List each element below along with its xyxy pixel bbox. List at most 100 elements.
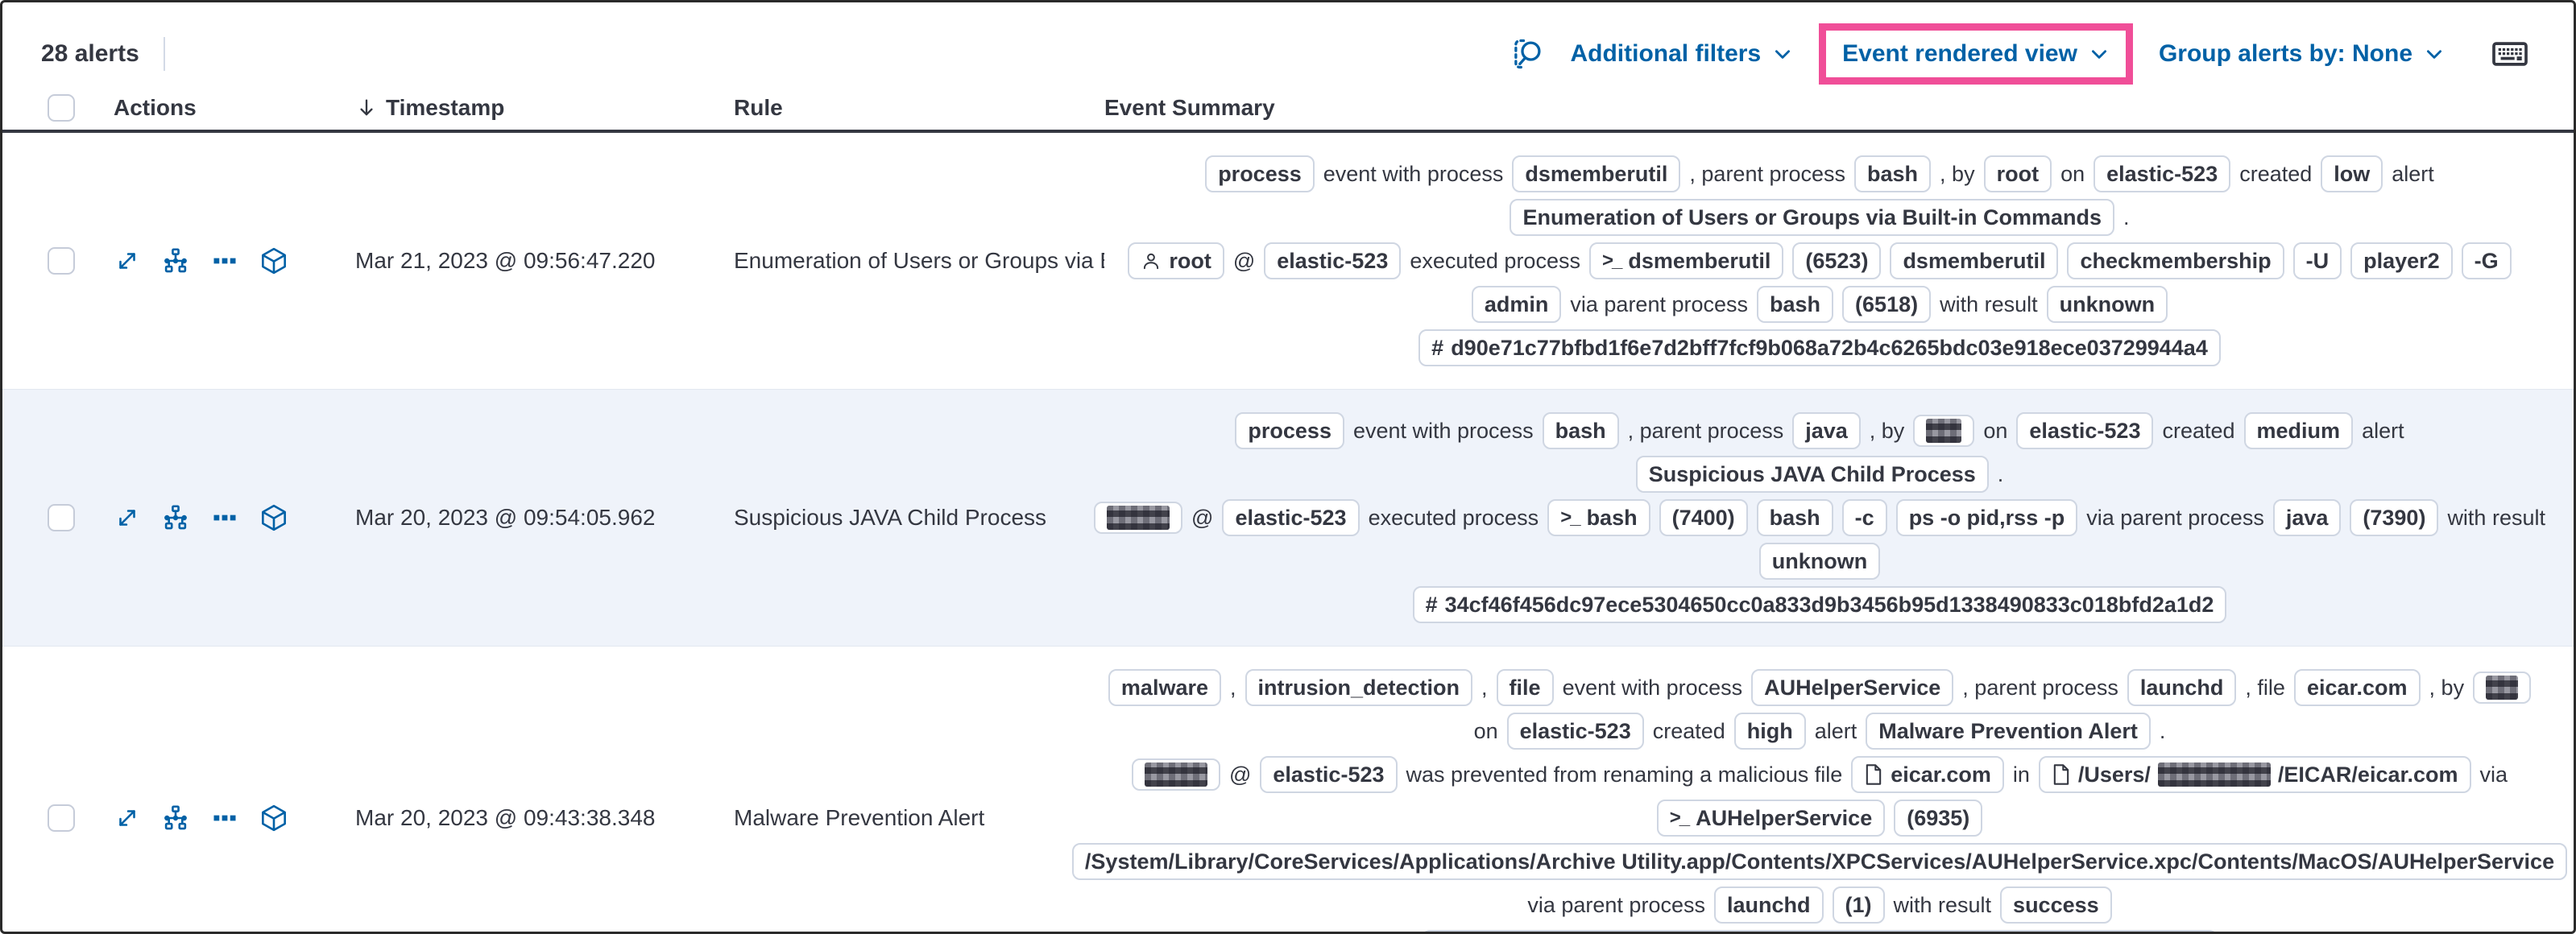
field-badge[interactable]: eicar.com [1851, 756, 2004, 793]
field-badge[interactable]: /System/Library/CoreServices/Application… [1071, 843, 2568, 880]
field-badge[interactable]: process [1235, 412, 1344, 449]
alerts-toolbar: 28 alerts Additional filters Event rende… [2, 2, 2574, 86]
expand-alert-button[interactable] [114, 247, 141, 275]
field-badge[interactable]: -c [1841, 499, 1887, 536]
field-badge[interactable]: player2 [2350, 242, 2453, 279]
expand-alert-button[interactable] [114, 504, 141, 531]
field-badge[interactable]: unknown [2046, 286, 2168, 323]
field-badge[interactable]: low [2321, 155, 2383, 192]
row-checkbox[interactable] [48, 804, 75, 832]
select-all-checkbox[interactable] [48, 94, 75, 122]
field-badge[interactable]: bash [1757, 286, 1834, 323]
summary-text: , parent process [1627, 418, 1784, 443]
field-badge[interactable]: root [1983, 155, 2052, 192]
more-actions-icon [213, 258, 236, 264]
column-header-timestamp[interactable]: Timestamp [355, 95, 734, 121]
hash-badge[interactable]: #d90e71c77bfbd1f6e7d2bff7fcf9b068a72b4c6… [1418, 329, 2221, 366]
field-badge[interactable]: elastic-523 [2094, 155, 2231, 192]
summary-text: executed process [1410, 248, 1580, 273]
more-actions-button[interactable] [210, 804, 239, 833]
field-badge[interactable]: AUHelperService [1751, 669, 1954, 706]
field-badge[interactable]: java [1792, 412, 1861, 449]
field-badge[interactable]: bash [1854, 155, 1932, 192]
field-badge[interactable] [1094, 502, 1183, 534]
field-badge[interactable]: elastic-523 [2016, 412, 2154, 449]
session-view-button[interactable] [259, 803, 289, 833]
row-checkbox[interactable] [48, 247, 75, 275]
field-badge[interactable] [1913, 415, 1975, 447]
field-badge[interactable]: >_AUHelperService [1656, 800, 1886, 837]
field-badge[interactable]: (6518) [1842, 286, 1932, 323]
field-badge[interactable]: java [2272, 499, 2342, 536]
field-badge[interactable]: Enumeration of Users or Groups via Built… [1510, 199, 2115, 236]
session-view-button[interactable] [259, 502, 289, 533]
field-badge[interactable]: intrusion_detection [1245, 669, 1473, 706]
hash-badge[interactable]: #34cf46f456dc97ece5304650cc0a833d9b3456b… [1412, 586, 2227, 623]
field-badge[interactable]: malware [1108, 669, 1221, 706]
field-badge[interactable] [1131, 758, 1220, 791]
summary-text: alert [1814, 718, 1857, 743]
field-badge[interactable]: checkmembership [2067, 242, 2284, 279]
summary-text: via parent process [1570, 291, 1749, 316]
summary-text: via parent process [2086, 505, 2264, 530]
summary-text: , [1230, 675, 1236, 700]
field-badge[interactable]: file [1496, 669, 1554, 706]
analyze-event-button[interactable] [160, 502, 191, 533]
field-badge[interactable]: (1) [1832, 886, 1885, 924]
field-badge[interactable]: admin [1471, 286, 1562, 323]
field-badge[interactable]: elastic-523 [1222, 499, 1360, 536]
field-badge[interactable]: -U [2292, 242, 2342, 279]
keyboard-shortcuts-icon[interactable] [2491, 38, 2528, 70]
field-badge[interactable]: dsmemberutil [1890, 242, 2059, 279]
row-actions [114, 647, 355, 932]
field-badge[interactable]: eicar.com [2293, 669, 2421, 706]
hash-badge[interactable]: #275a021bbfb6489e54d471899f7db9d1663fc69… [1421, 930, 2218, 932]
analyze-event-button[interactable] [160, 246, 191, 276]
rule-cell[interactable]: Malware Prevention Alert [734, 805, 985, 830]
field-badge[interactable]: dsmemberutil [1512, 155, 1681, 192]
field-badge[interactable]: Suspicious JAVA Child Process [1635, 456, 1989, 493]
field-badge[interactable] [2473, 672, 2532, 704]
field-badge[interactable]: process [1205, 155, 1315, 192]
summary-text: @ [1228, 762, 1252, 787]
rule-cell[interactable]: Enumeration of Users or Groups via Bui [734, 248, 1104, 273]
field-badge[interactable]: bash [1756, 499, 1833, 536]
field-badge[interactable]: /Users//EICAR/eicar.com [2038, 756, 2471, 793]
additional-filters-button[interactable]: Additional filters [1570, 40, 1793, 68]
field-badge[interactable]: launchd [2127, 669, 2237, 706]
row-checkbox[interactable] [48, 504, 75, 531]
field-badge[interactable]: Malware Prevention Alert [1866, 713, 2151, 750]
more-actions-button[interactable] [210, 503, 239, 532]
field-badge[interactable]: elastic-523 [1506, 713, 1644, 750]
field-badge[interactable]: (7390) [2350, 499, 2439, 536]
summary-text: @ [1232, 248, 1256, 273]
field-badge[interactable]: (7400) [1659, 499, 1748, 536]
field-badge[interactable]: (6935) [1894, 800, 1983, 837]
rule-cell[interactable]: Suspicious JAVA Child Process [734, 505, 1047, 530]
field-badge[interactable]: unknown [1758, 543, 1881, 580]
view-selector-button[interactable]: Event rendered view [1842, 40, 2110, 68]
more-actions-button[interactable] [210, 246, 239, 275]
field-badge[interactable]: ps -o pid,rss -p [1895, 499, 2078, 536]
field-badge[interactable]: root [1128, 242, 1224, 279]
field-badge[interactable]: -G [2461, 242, 2512, 279]
field-badge[interactable]: medium [2243, 412, 2354, 449]
field-badge[interactable]: elastic-523 [1264, 242, 1402, 279]
analyze-event-button[interactable] [160, 803, 191, 833]
column-header-rule[interactable]: Rule [734, 95, 783, 120]
field-badge[interactable]: bash [1542, 412, 1619, 449]
more-actions-icon [213, 515, 236, 521]
expand-alert-button[interactable] [114, 804, 141, 832]
field-badge[interactable]: elastic-523 [1260, 756, 1398, 793]
inspect-icon[interactable] [1510, 36, 1546, 72]
group-alerts-by-button[interactable]: Group alerts by: None [2159, 40, 2445, 68]
session-view-button[interactable] [259, 246, 289, 276]
field-badge[interactable]: success [2000, 886, 2112, 924]
field-badge[interactable]: >_bash [1547, 499, 1650, 536]
field-badge[interactable]: high [1733, 713, 1806, 750]
field-badge[interactable]: (6523) [1792, 242, 1882, 279]
field-badge[interactable]: launchd [1713, 886, 1824, 924]
field-badge[interactable]: >_dsmemberutil [1588, 242, 1784, 279]
